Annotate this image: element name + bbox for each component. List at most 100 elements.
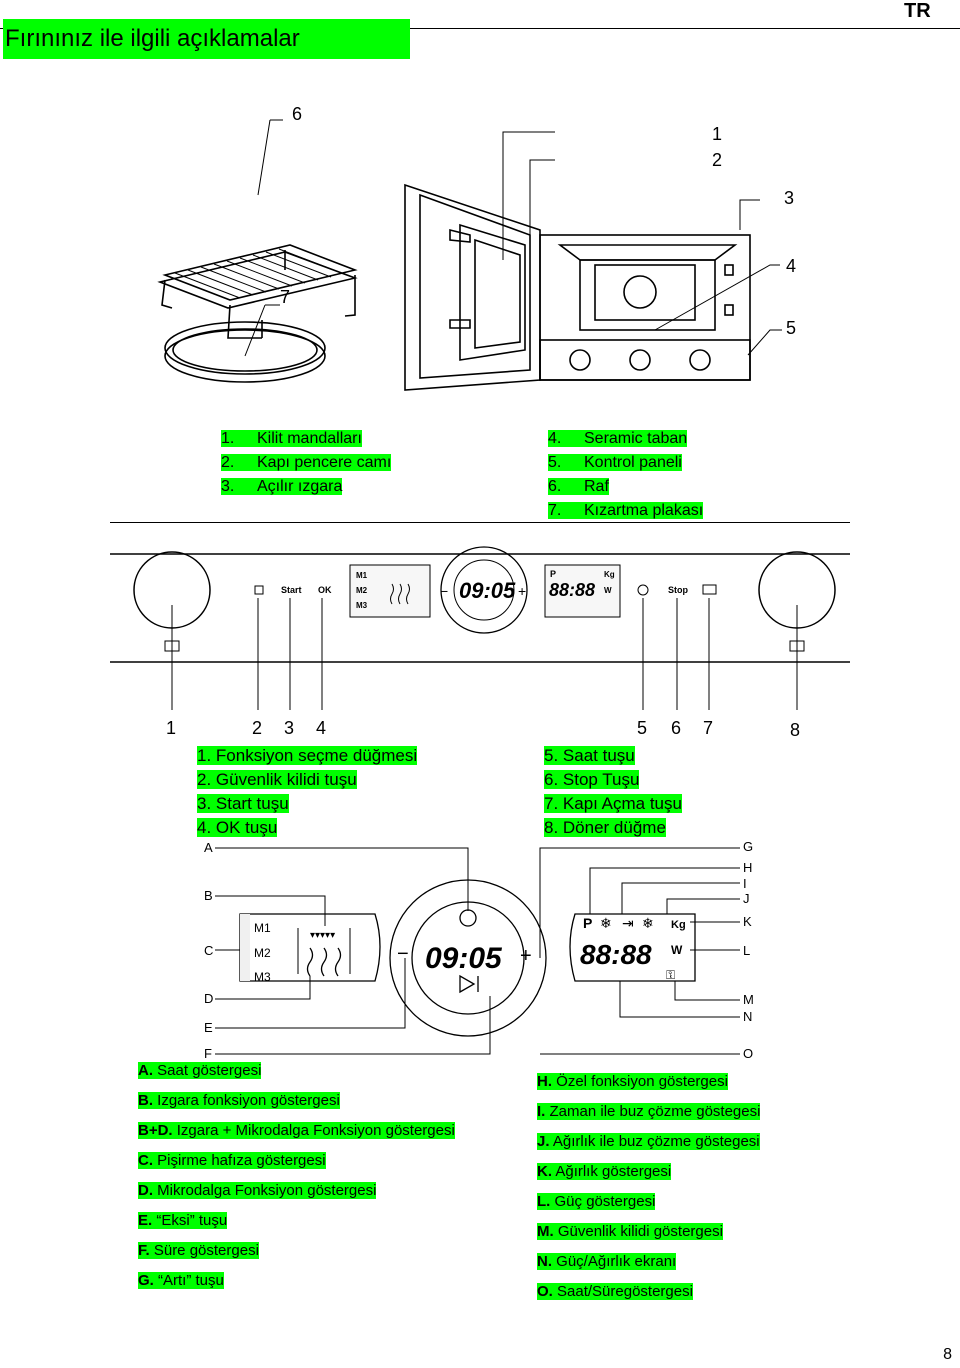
svg-text:M1: M1 <box>254 921 271 935</box>
svg-text:M3: M3 <box>356 601 368 610</box>
power-display-large: 88:88 <box>580 939 652 970</box>
list-item: 2. Güvenlik kilidi tuşu <box>197 770 357 789</box>
svg-text:M1: M1 <box>356 571 368 580</box>
list-item: 7.Kızartma plakası <box>548 502 704 519</box>
list-item: I. Zaman ile buz çözme göstegesi <box>537 1103 761 1120</box>
parts-legend-left: 1.Kilit mandalları 2.Kapı pencere camı 3… <box>221 427 392 499</box>
list-item: A. Saat göstergesi <box>138 1062 262 1079</box>
svg-text:+: + <box>518 583 526 599</box>
section-divider <box>110 522 850 523</box>
display-letters-right: G H I J K L M N O <box>743 839 754 1061</box>
panel-callout-numbers: 1 2 3 4 5 6 7 8 <box>166 718 800 740</box>
svg-text:P: P <box>550 569 556 579</box>
list-item: D. Mikrodalga Fonksiyon göstergesi <box>138 1182 377 1199</box>
list-item: O. Saat/Süregöstergesi <box>537 1283 693 1300</box>
callout-3: 3 <box>784 188 794 208</box>
svg-text:−: − <box>440 583 448 599</box>
svg-text:B: B <box>204 888 213 903</box>
grill-plate-drawing <box>164 321 326 383</box>
svg-text:❄: ❄ <box>642 915 654 931</box>
wire-rack-drawing <box>157 244 358 339</box>
svg-text:7: 7 <box>703 718 713 738</box>
defrost-icon: ❄ <box>600 915 612 931</box>
parts-legend-right: 4.Seramic taban 5.Kontrol paneli 6.Raf 7… <box>548 427 704 523</box>
key-icon: ⚿ <box>666 968 675 982</box>
list-item: M. Güvenlik kilidi göstergesi <box>537 1223 723 1240</box>
svg-text:M3: M3 <box>254 970 271 984</box>
svg-text:K: K <box>743 914 752 929</box>
stop-button[interactable]: Stop <box>668 585 688 595</box>
list-item: J. Ağırlık ile buz çözme göstegesi <box>537 1133 760 1150</box>
oven-illustration: 6 7 1 2 3 4 5 <box>157 104 796 391</box>
svg-text:A: A <box>204 840 213 855</box>
time-display-large: 09:05 <box>425 942 503 975</box>
svg-text:G: G <box>743 839 753 854</box>
list-item: 5.Kontrol paneli <box>548 454 682 471</box>
list-item: 4.Seramic taban <box>548 430 688 447</box>
svg-text:W: W <box>604 586 612 595</box>
svg-text:O: O <box>743 1046 753 1061</box>
oven-body-drawing <box>539 234 751 381</box>
ok-button[interactable]: OK <box>318 585 332 595</box>
list-item: L. Güç göstergesi <box>537 1193 656 1210</box>
top-rule <box>0 28 960 29</box>
svg-text:4: 4 <box>316 718 326 738</box>
display-detail-drawing: A B C D E F G H I J K L M N O M1 M2 M3 ▾… <box>204 839 754 1061</box>
list-item: 5. Saat tuşu <box>544 746 635 765</box>
lock-icon <box>254 585 264 595</box>
callout-5: 5 <box>786 318 796 338</box>
list-item: 4. OK tuşu <box>197 818 278 837</box>
svg-text:J: J <box>743 891 750 906</box>
svg-text:D: D <box>204 991 213 1006</box>
svg-text:M2: M2 <box>356 586 368 595</box>
callout-4: 4 <box>786 256 796 276</box>
svg-text:L: L <box>743 943 750 958</box>
list-item: 7. Kapı Açma tuşu <box>544 794 682 813</box>
callout-7: 7 <box>280 287 290 307</box>
svg-text:6: 6 <box>671 718 681 738</box>
svg-text:W: W <box>671 943 683 957</box>
list-item: 1.Kilit mandalları <box>221 430 362 447</box>
controls-legend-left: 1. Fonksiyon seçme düğmesi 2. Güvenlik k… <box>197 744 418 840</box>
svg-text:2: 2 <box>252 718 262 738</box>
list-item: B+D. Izgara + Mikrodalga Fonksiyon göste… <box>138 1122 455 1139</box>
time-display: 09:05 <box>459 578 516 603</box>
list-item: 2.Kapı pencere camı <box>221 454 392 471</box>
svg-text:M: M <box>743 992 754 1007</box>
svg-text:I: I <box>743 876 747 891</box>
svg-text:Kg: Kg <box>604 570 615 579</box>
oven-callout-numbers: 6 7 1 2 3 4 5 <box>280 104 796 338</box>
svg-text:C: C <box>204 943 213 958</box>
svg-text:▾▾▾▾▾: ▾▾▾▾▾ <box>310 930 335 941</box>
control-panel-drawing: Start OK M1 M2 M3 09:05 − + P Kg 88:88 W… <box>110 546 850 740</box>
callout-6: 6 <box>292 104 302 124</box>
svg-text:8: 8 <box>790 720 800 740</box>
page-title: Fırınınız ile ilgili açıklamalar <box>5 25 300 52</box>
svg-text:Kg: Kg <box>671 919 686 931</box>
duration-icon <box>459 974 479 994</box>
page-number: 8 <box>943 1346 952 1363</box>
list-item: B. Izgara fonksiyon göstergesi <box>138 1092 340 1109</box>
list-item: C. Pişirme hafıza göstergesi <box>138 1152 326 1169</box>
svg-text:5: 5 <box>637 718 647 738</box>
minus-key: − <box>397 943 409 965</box>
list-item: 6. Stop Tuşu <box>544 770 640 789</box>
display-ring <box>440 546 528 634</box>
list-item: 3. Start tuşu <box>197 794 289 813</box>
clock-icon <box>459 909 477 927</box>
start-button[interactable]: Start <box>281 585 302 595</box>
svg-text:1: 1 <box>166 718 176 738</box>
svg-text:F: F <box>204 1046 212 1061</box>
list-item: G. “Artı” tuşu <box>138 1272 224 1289</box>
display-letters-left: A B C D E F <box>204 840 213 1061</box>
callout-1: 1 <box>712 124 722 144</box>
svg-text:3: 3 <box>284 718 294 738</box>
controls-legend-right: 5. Saat tuşu 6. Stop Tuşu 7. Kapı Açma t… <box>544 744 682 840</box>
list-item: K. Ağırlık göstergesi <box>537 1163 672 1180</box>
display-legend-left: A. Saat göstergesi B. Izgara fonksiyon g… <box>138 1056 455 1296</box>
list-item: H. Özel fonksiyon göstergesi <box>537 1073 728 1090</box>
oven-door-drawing <box>404 183 541 391</box>
list-item: 3.Açılır ızgara <box>221 478 343 495</box>
list-item: E. “Eksi” tuşu <box>138 1212 228 1229</box>
clock-icon <box>637 584 649 596</box>
